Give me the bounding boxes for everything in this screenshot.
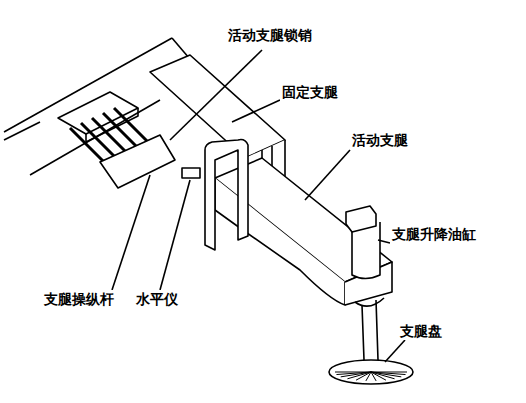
piston-rod (362, 300, 378, 360)
leader-line (112, 175, 150, 290)
part-label: 活动支腿 (350, 131, 410, 149)
part-label: 固定支腿 (280, 83, 340, 101)
part-label: 水平仪 (134, 290, 180, 308)
pad-ribs (335, 372, 407, 381)
leader-line (160, 180, 190, 290)
part-label: 支腿盘 (398, 322, 444, 340)
part-label: 活动支腿锁销 (226, 26, 314, 44)
lever-block (58, 92, 138, 134)
part-label: 支腿操纵杆 (42, 290, 116, 308)
cylinder-cap (346, 206, 376, 232)
leader-line (305, 150, 350, 200)
pad-rib (371, 372, 407, 373)
leader-line (378, 240, 390, 243)
pad-rib (356, 372, 371, 380)
part-label: 支腿升降油缸 (390, 225, 478, 243)
pad-rib (366, 372, 371, 381)
lever-plate (100, 135, 175, 188)
chassis-edge (4, 122, 40, 140)
leader-line (232, 100, 280, 122)
leader-line (385, 340, 405, 362)
leader-line (170, 50, 262, 140)
lock-bracket (205, 140, 248, 250)
rod-collar (355, 298, 384, 306)
level-gauge (182, 168, 200, 178)
movable-leg (215, 178, 345, 305)
outrigger-pad (329, 360, 413, 384)
